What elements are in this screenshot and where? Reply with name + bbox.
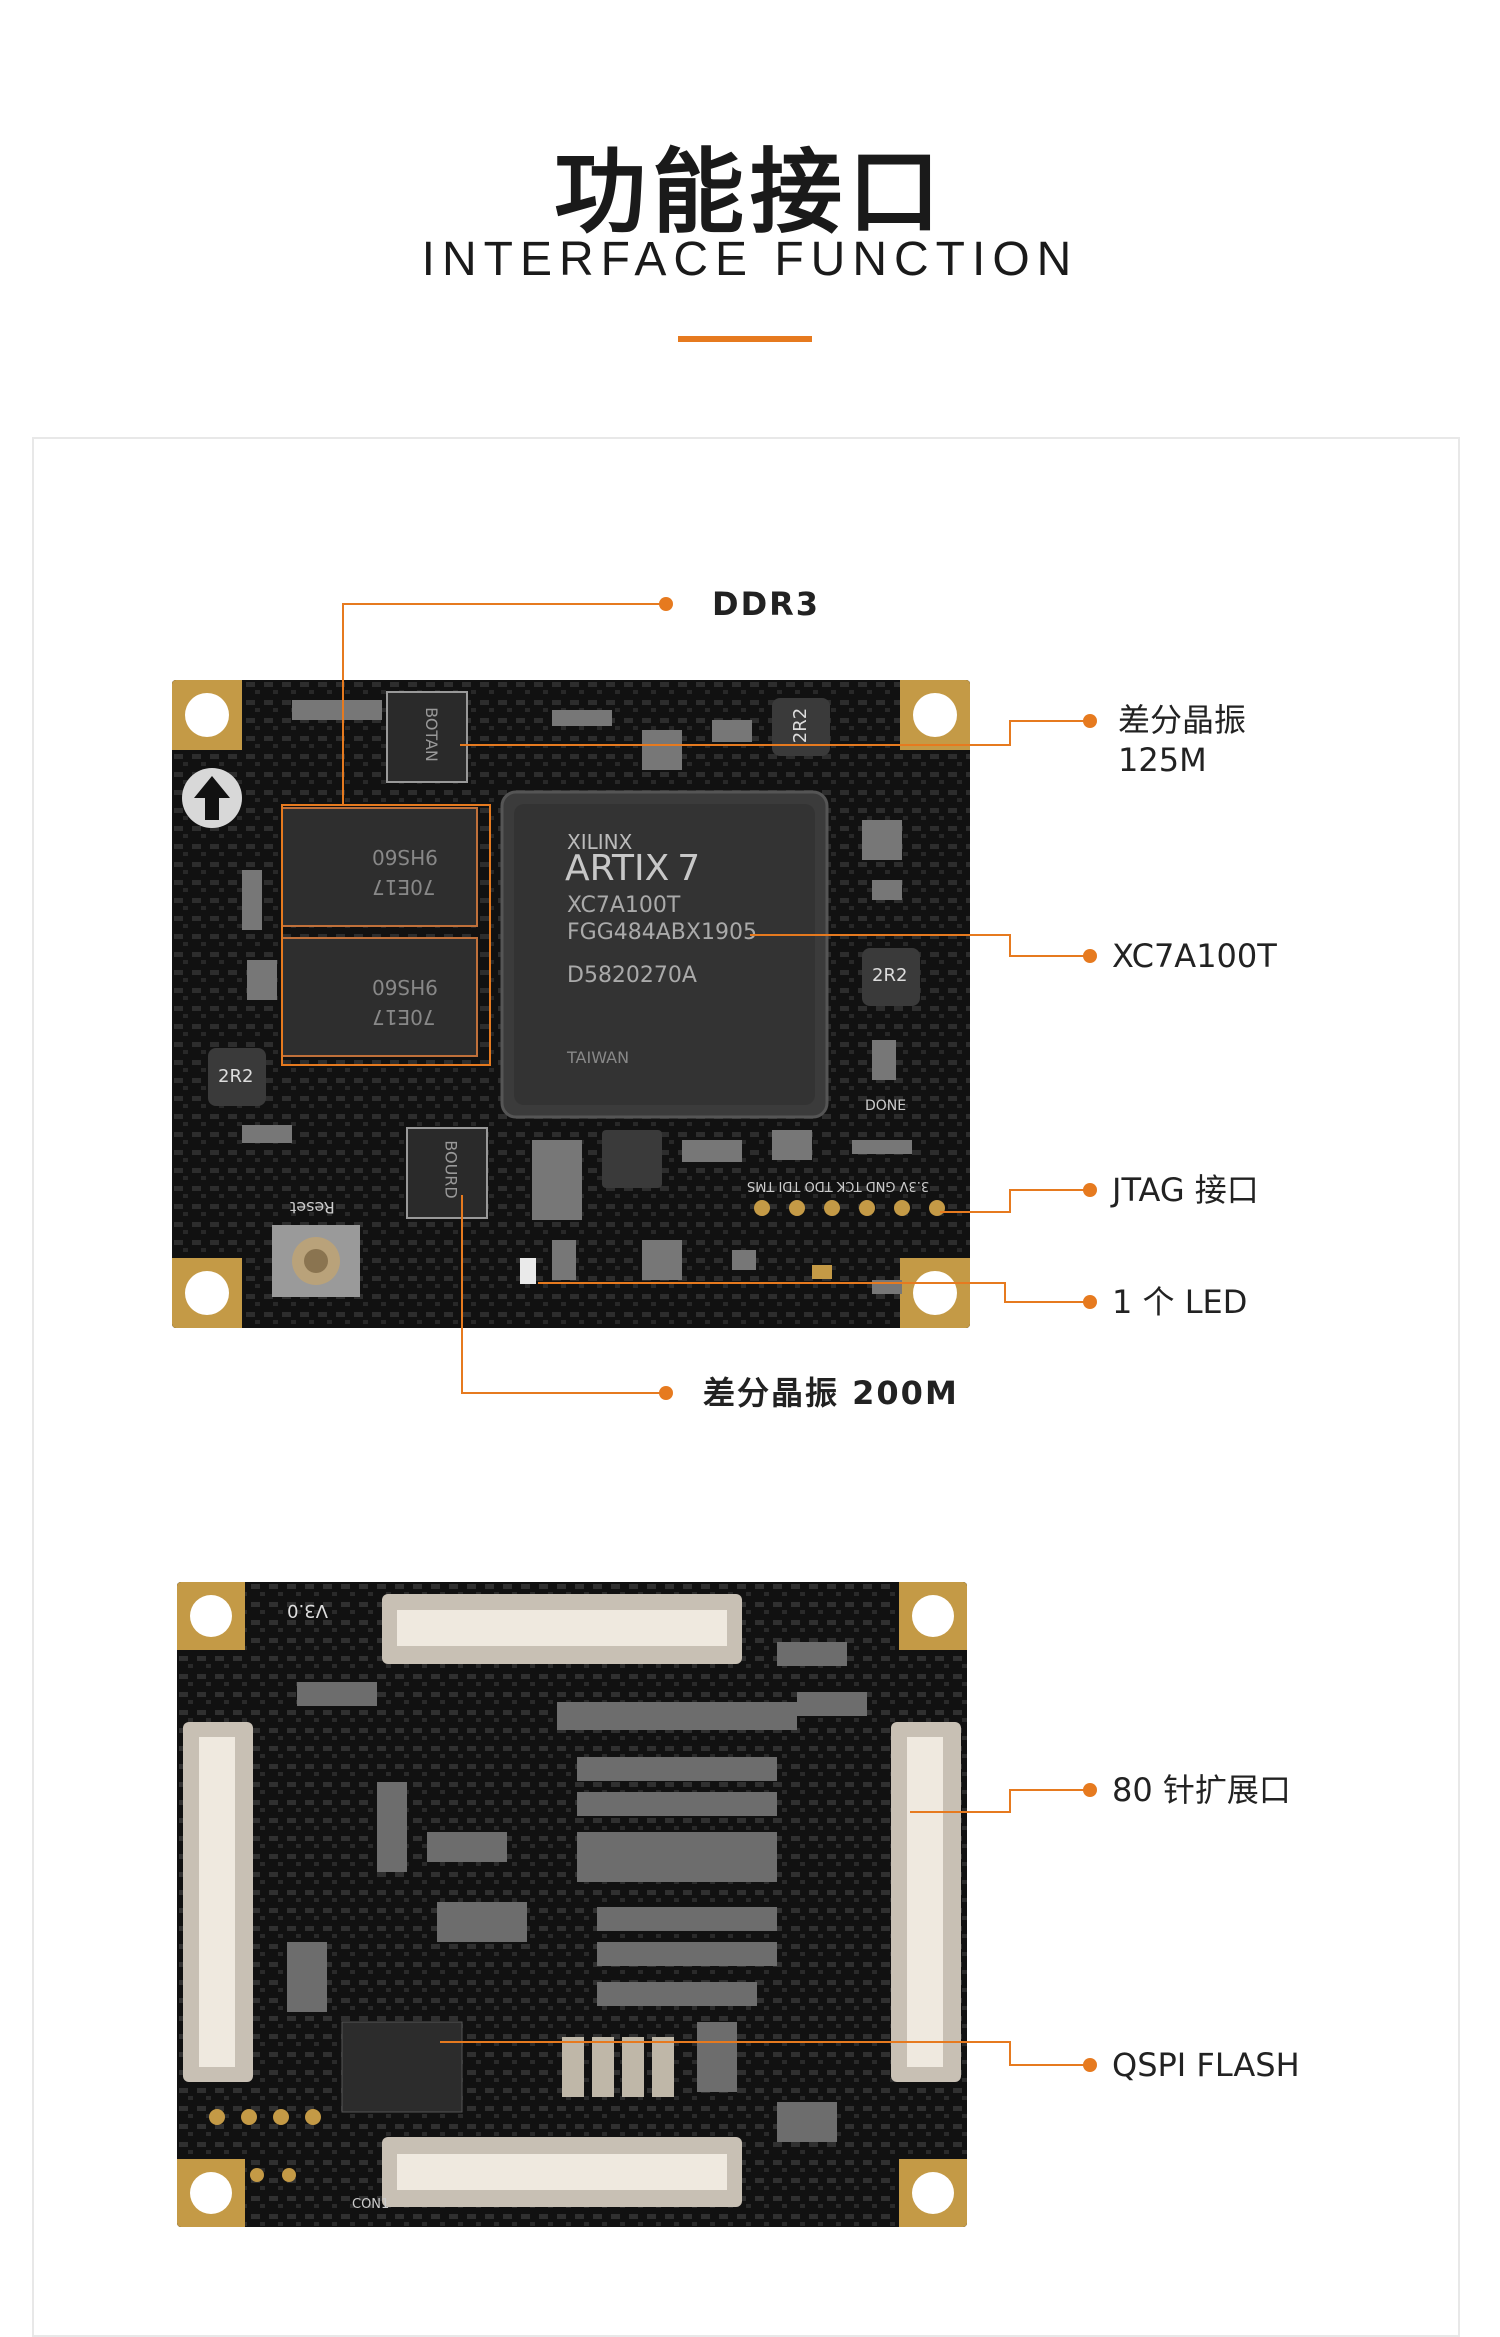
osc-marking-top: BOTAN: [421, 707, 441, 762]
callout-osc-125m-line1: 差分晶振: [1118, 701, 1247, 739]
page-title: 功能接口: [553, 139, 946, 246]
osc-marking-bottom: BOURD: [441, 1140, 461, 1199]
callout-expansion: 80 针扩展口: [1112, 1771, 1291, 1809]
version-silkscreen: V3.0: [287, 1600, 328, 1621]
inductor-label-b: 2R2: [872, 965, 908, 986]
fpga-family-name: ARTIX: [565, 848, 670, 889]
ddr-marking-c: 9HS60: [372, 975, 438, 999]
ddr-marking-a: 9HS60: [372, 845, 438, 869]
jtag-silkscreen: 3.3V GND TCK TDO TDI TMS: [747, 1178, 930, 1193]
title-divider: [678, 336, 812, 342]
callout-fpga: XC7A100T: [1112, 937, 1277, 975]
board-bottom-view: V3.0 CON1: [177, 1582, 967, 2227]
done-silkscreen: DONE: [865, 1098, 907, 1114]
fpga-part: XC7A100T: [567, 893, 681, 918]
ddr-marking-d: 70E17: [372, 1005, 436, 1029]
fpga-lot: D5820270A: [567, 963, 697, 988]
fpga-family-suffix: 7: [677, 848, 701, 889]
con-silkscreen: CON1: [352, 2197, 390, 2212]
callout-ddr3: DDR3: [712, 585, 821, 623]
reset-silkscreen: Reset: [290, 1198, 335, 1217]
inductor-label-a: 2R2: [790, 707, 812, 744]
callout-osc-125m-line2: 125M: [1118, 741, 1207, 779]
fpga-origin: TAIWAN: [567, 1048, 630, 1067]
expansion-connectors: [183, 1594, 961, 2207]
fpga-package: FGG484ABX1905: [567, 920, 757, 945]
inductor-label-c: 2R2: [218, 1066, 254, 1087]
callout-jtag: JTAG 接口: [1112, 1171, 1259, 1209]
callout-led: 1 个 LED: [1112, 1283, 1248, 1321]
board-bottom-graphic: [177, 1582, 967, 2227]
ddr-marking-b: 70E17: [372, 875, 436, 899]
fpga-brand: XILINX: [567, 830, 633, 854]
callout-osc-200m: 差分晶振 200M: [703, 1374, 959, 1412]
callout-qspi: QSPI FLASH: [1112, 2046, 1300, 2084]
page-subtitle: INTERFACE FUNCTION: [421, 233, 1079, 286]
board-top-graphic: [172, 680, 970, 1328]
